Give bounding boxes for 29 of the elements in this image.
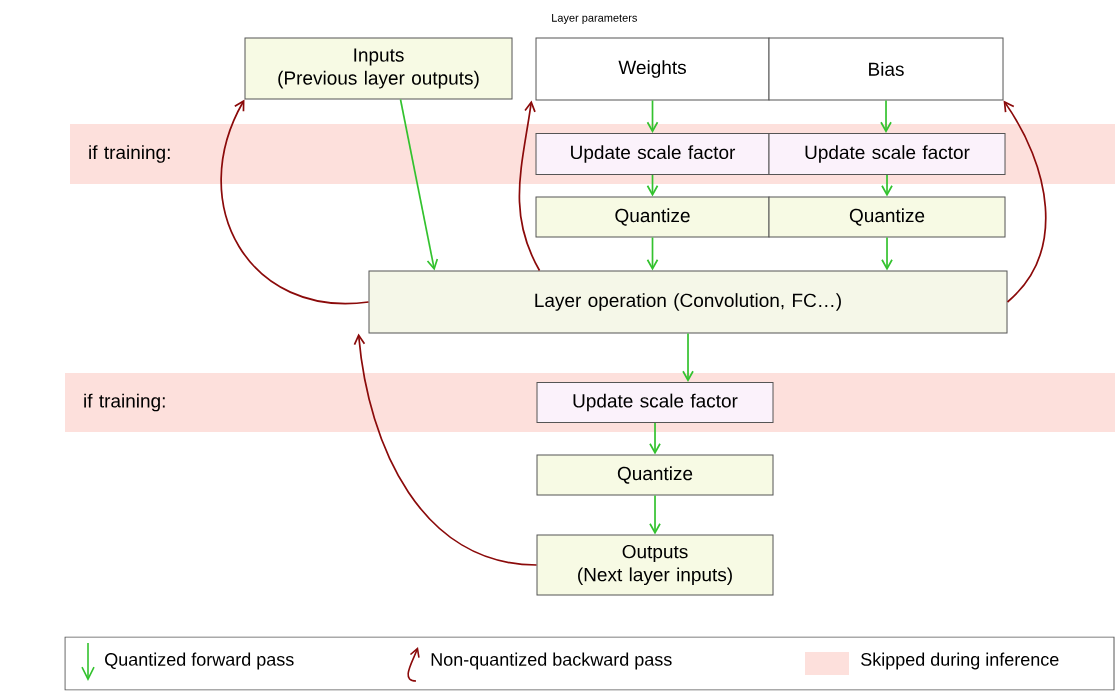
io-box: Inputs (Previous layer outputs): [244, 37, 513, 100]
arrow: [220, 99, 370, 305]
quantize-box: Quantize: [536, 454, 774, 496]
arrow: [881, 174, 893, 197]
legend-text: Quantized forward pass: [105, 652, 294, 670]
quantize-box: Quantize: [535, 196, 770, 238]
legend-text: Skipped during inference: [861, 652, 1059, 670]
scale-box: Update scale factor: [536, 382, 774, 423]
legend-text: Non-quantized backward pass: [431, 652, 672, 670]
arrow: [649, 422, 661, 455]
quantize-box: Quantize: [768, 196, 1006, 238]
scale-box: Update scale factor: [535, 133, 770, 175]
arrow: [646, 236, 659, 271]
arrow: [646, 174, 659, 197]
arrow: [646, 99, 659, 133]
arrow: [649, 494, 661, 535]
arrow: [1003, 100, 1047, 303]
arrow: [399, 98, 439, 271]
arrow: [682, 332, 694, 382]
scale-box: Update scale factor: [768, 133, 1006, 175]
parameter-box: Weights: [535, 37, 770, 101]
arrow: [353, 333, 538, 566]
operation-box: Layer operation (Convolution, FC…): [368, 270, 1008, 334]
arrow: [880, 99, 892, 133]
group-heading: Layer parameters: [552, 14, 637, 24]
io-box: Outputs (Next layer inputs): [536, 534, 774, 596]
arrow: [881, 236, 893, 271]
arrow: [518, 100, 541, 272]
parameter-box: Bias: [768, 37, 1004, 101]
